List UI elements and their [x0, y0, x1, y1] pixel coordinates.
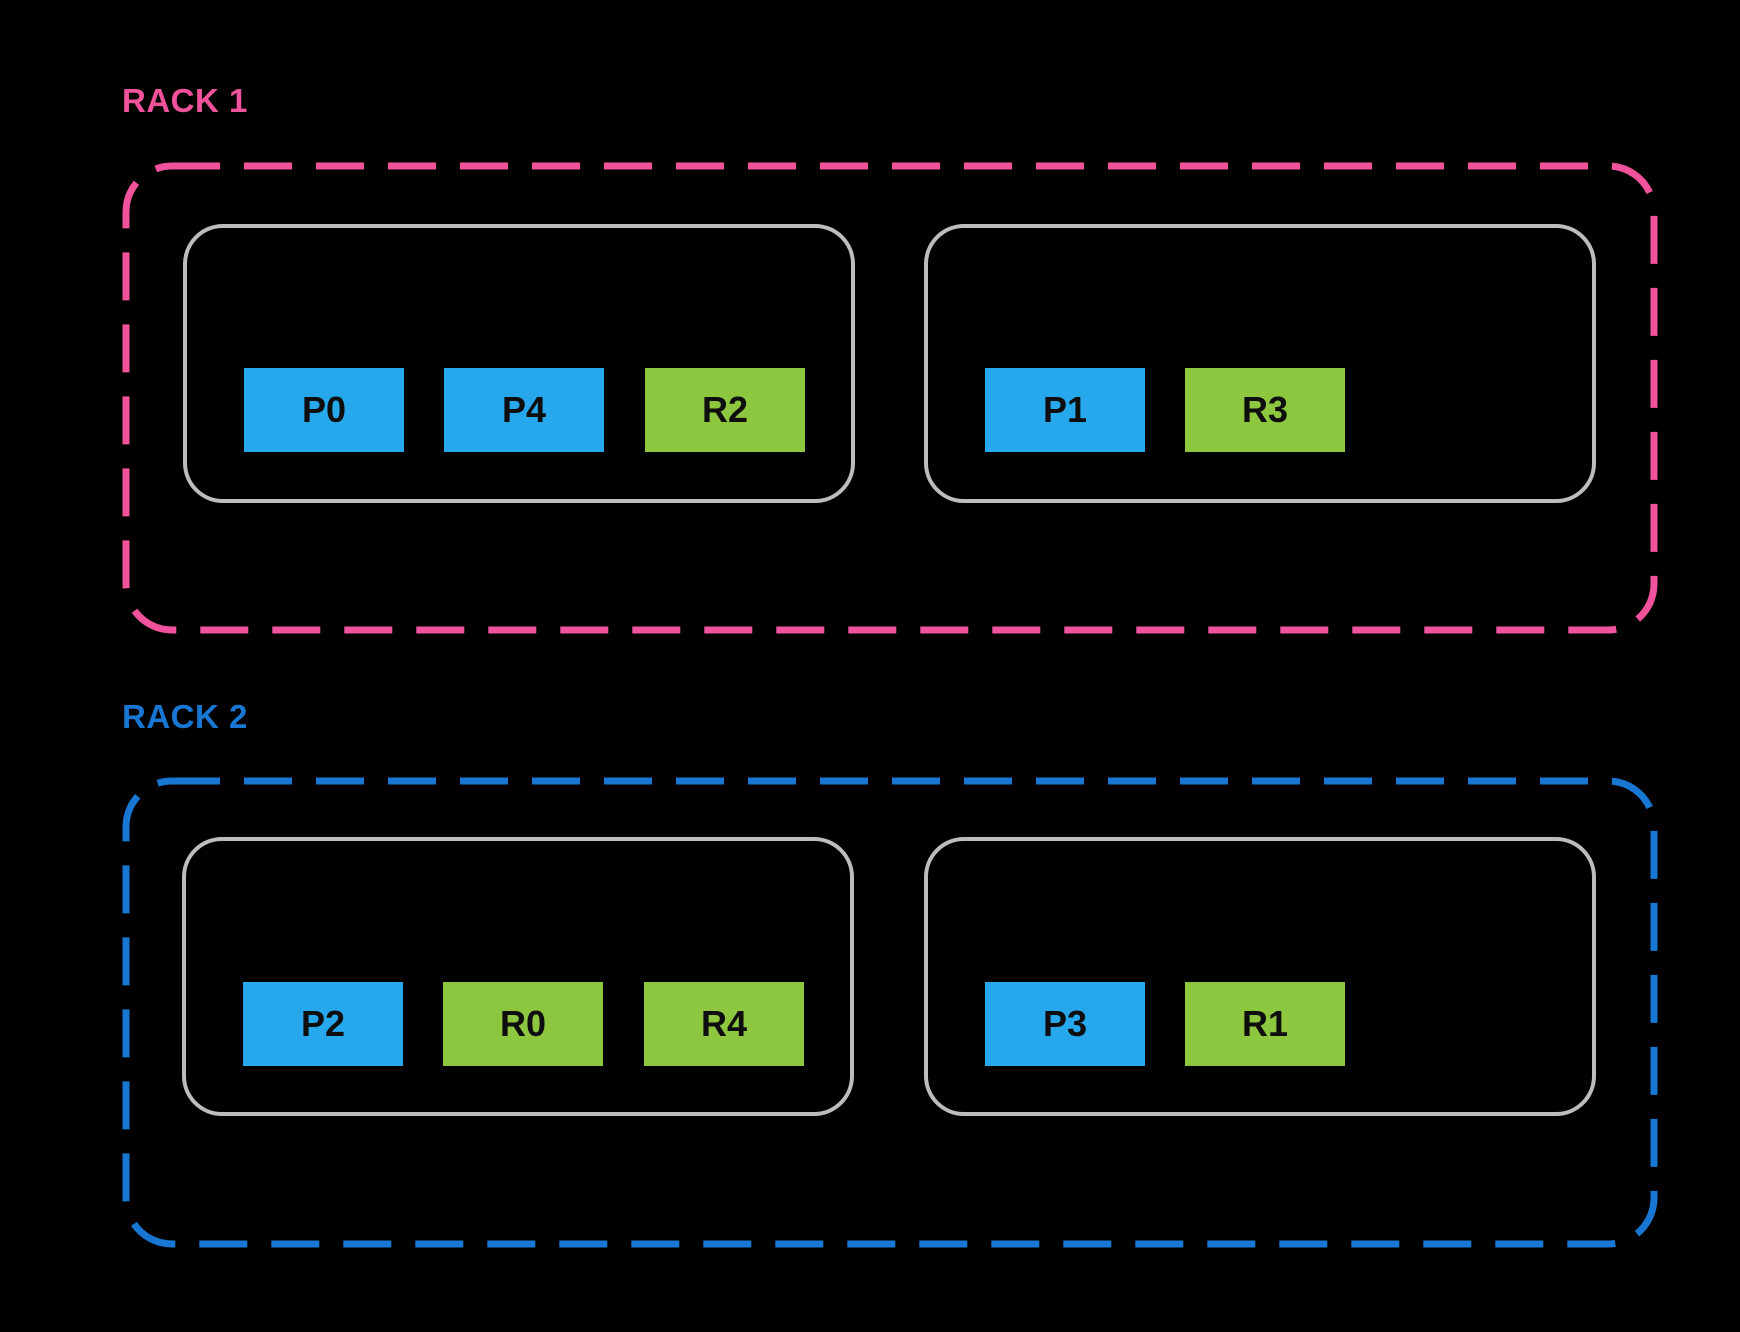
slot-r2: R2 [645, 368, 805, 452]
rack-2-host-2: P3 R1 [924, 837, 1596, 1116]
rack-1-boundary: P0 P4 R2 P1 R3 [122, 162, 1658, 634]
rack-1-dashed-border-icon [122, 162, 1658, 634]
slot-r0: R0 [443, 982, 603, 1066]
slot-p2: P2 [243, 982, 403, 1066]
rack-2-host-1: P2 R0 R4 [182, 837, 854, 1116]
slot-p3: P3 [985, 982, 1145, 1066]
slot-p1: P1 [985, 368, 1145, 452]
slot-r4: R4 [644, 982, 804, 1066]
rack-1-host-1: P0 P4 R2 [183, 224, 855, 503]
slot-r1: R1 [1185, 982, 1345, 1066]
rack-1-label: RACK 1 [122, 82, 248, 119]
rack-2-dashed-border-icon [122, 777, 1658, 1248]
rack-1-host-2: P1 R3 [924, 224, 1596, 503]
rack-2-boundary: P2 R0 R4 P3 R1 [122, 777, 1658, 1248]
slot-p4: P4 [444, 368, 604, 452]
slot-p0: P0 [244, 368, 404, 452]
slot-r3: R3 [1185, 368, 1345, 452]
rack-2-label: RACK 2 [122, 698, 248, 735]
